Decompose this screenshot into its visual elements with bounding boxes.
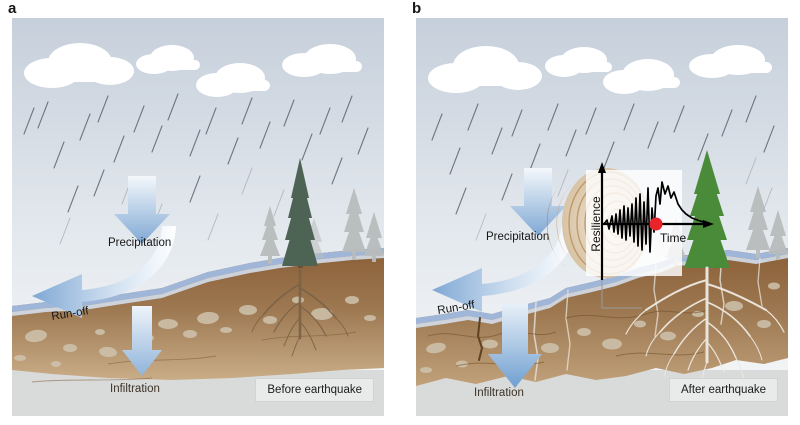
cloud (282, 44, 362, 77)
surface-water-b (416, 248, 788, 324)
cloud (603, 59, 680, 94)
panel-b-illustration: Precipitation Run-off Infiltration (416, 18, 788, 416)
panel-before-earthquake: Precipitation Run-off Infiltration Befor… (12, 18, 384, 416)
soil-stones-a (14, 296, 376, 367)
precipitation-label-a: Precipitation (108, 237, 171, 249)
rain-group-b-faint (475, 157, 773, 241)
infiltration-arrow-a (122, 306, 162, 376)
cloud (689, 45, 772, 78)
crack (533, 301, 539, 381)
root-system-b (625, 266, 785, 383)
inset-x-axis-label: Time (660, 231, 687, 245)
panel-letter-b: b (412, 0, 422, 17)
cloud-group-b (428, 45, 772, 94)
soil-body-a (12, 248, 384, 380)
seismogram-trace (603, 181, 709, 253)
root-system-a (251, 268, 349, 357)
runoff-label-b: Run-off (437, 299, 477, 317)
precipitation-arrow-b (510, 168, 566, 236)
infiltration-label-a: Infiltration (110, 383, 160, 395)
runoff-arrow-a (32, 226, 176, 318)
precipitation-label-b: Precipitation (486, 231, 549, 243)
inset-y-axis-label: Resilience (589, 196, 603, 252)
tree-far (768, 210, 788, 260)
cloud (545, 47, 612, 77)
panel-after-earthquake: Precipitation Run-off Infiltration (416, 18, 788, 416)
earthquake-event-marker (649, 217, 663, 231)
rain-group-a (23, 93, 369, 213)
panel-letter-a: a (8, 0, 17, 17)
soil-texture-lines-a (31, 331, 357, 383)
cloud-group-a (24, 43, 362, 97)
crack (653, 263, 659, 337)
crack (757, 257, 763, 307)
crack (565, 289, 571, 371)
infiltration-arrow-b (488, 304, 542, 388)
soil-cracks-b (476, 253, 763, 381)
surface-highlight-b (416, 254, 788, 328)
caption-before-earthquake: Before earthquake (255, 378, 374, 402)
infiltration-label-b: Infiltration (474, 387, 524, 399)
y-axis-arrowhead (598, 162, 606, 173)
precipitation-arrow-a (114, 176, 170, 244)
panel-a-illustration: Precipitation Run-off Infiltration (12, 18, 384, 416)
cloud (196, 63, 270, 97)
surface-water-a (12, 248, 384, 312)
resilience-inset: Resilience Time (546, 162, 714, 309)
cloud (136, 45, 200, 74)
tree-far (342, 188, 366, 260)
cloud (428, 46, 542, 93)
tree-far (364, 212, 384, 262)
runoff-label-a: Run-off (51, 305, 91, 323)
runoff-arrow-b (432, 222, 576, 312)
inset-leader-line (601, 280, 642, 309)
tree-far (260, 206, 280, 264)
tree-far (746, 186, 770, 258)
caption-after-earthquake: After earthquake (668, 378, 778, 402)
surface-highlight-a (12, 254, 384, 316)
cloud (24, 43, 134, 88)
foreground-tree-a (282, 158, 318, 268)
crack (476, 317, 484, 361)
